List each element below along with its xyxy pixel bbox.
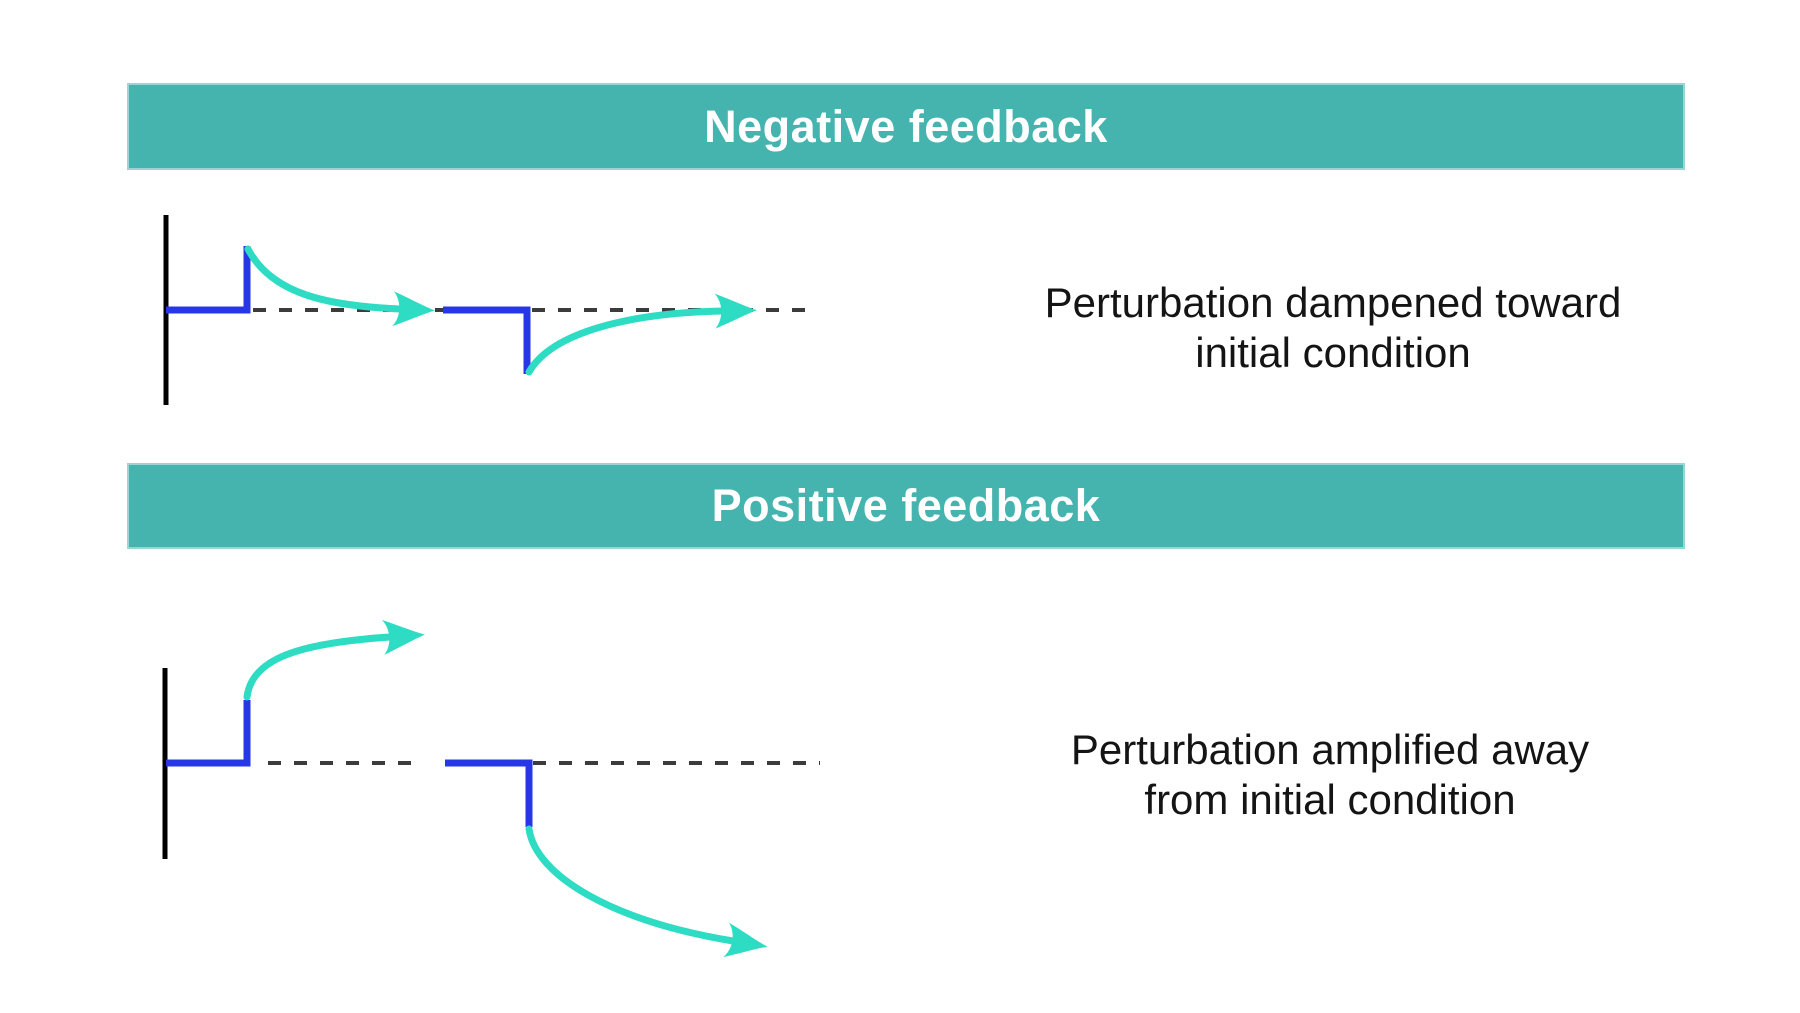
perturbation-down-step-line — [443, 306, 531, 374]
perturbation-up-step-line — [166, 700, 251, 767]
caption-line: initial condition — [1195, 329, 1471, 376]
caption-line: Perturbation amplified away — [1070, 726, 1590, 773]
damped-return-curve-arrow — [525, 293, 757, 376]
positive-feedback-plot — [162, 620, 820, 958]
caption-line: from initial condition — [1144, 776, 1516, 823]
positive-feedback-header: Positive feedback — [127, 463, 1685, 549]
perturbation-up-step-line — [166, 246, 251, 314]
negative-feedback-title: Negative feedback — [704, 100, 1108, 152]
caption-line: Perturbation dampened toward — [1044, 279, 1622, 326]
perturbation-down-step-line — [445, 759, 533, 827]
amplified-away-curve-arrow — [243, 620, 425, 701]
negative-feedback-header: Negative feedback — [127, 83, 1685, 170]
amplified-away-curve-arrow — [525, 825, 768, 958]
positive-feedback-caption: Perturbation amplified away from initial… — [1020, 725, 1640, 825]
damped-return-curve-arrow — [244, 245, 435, 327]
positive-feedback-title: Positive feedback — [711, 480, 1101, 531]
negative-feedback-plot — [163, 215, 818, 405]
negative-feedback-caption: Perturbation dampened toward initial con… — [1023, 278, 1643, 378]
